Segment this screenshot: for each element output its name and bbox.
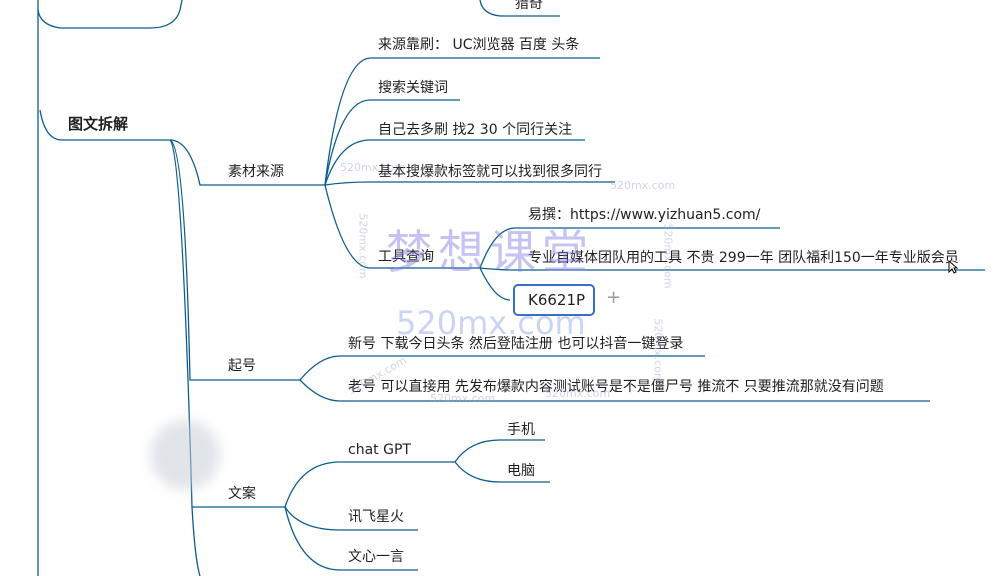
watermark-small: 520mx.com <box>651 318 665 384</box>
root-underline <box>39 109 170 141</box>
watermark-small: 520mx.com <box>430 392 496 405</box>
node-tool-query[interactable]: 工具查询 <box>378 249 434 265</box>
watermark-small: 520mx.com <box>340 161 406 174</box>
root-node[interactable]: 图文拆解 <box>68 115 129 133</box>
watermark-site: 520mx.com <box>396 304 586 342</box>
mouse-cursor-icon <box>948 260 958 274</box>
node-qihao[interactable]: 起号 <box>228 358 256 374</box>
node-chatgpt-child[interactable]: 电脑 <box>507 463 535 479</box>
watermark-small: 520mx.com <box>545 387 611 400</box>
node-edit-input[interactable]: K6621P <box>513 284 595 316</box>
node-chatgpt-child[interactable]: 手机 <box>507 422 535 438</box>
node-qihao-child[interactable]: 老号 可以直接用 先发布爆款内容测试账号是不是僵尸号 推流不 只要推流那就没有问… <box>348 379 884 395</box>
node-chatgpt[interactable]: chat GPT <box>348 442 411 458</box>
node-material-child[interactable]: 搜索关键词 <box>378 80 448 96</box>
node-material-child[interactable]: 来源靠刷： UC浏览器 百度 头条 <box>378 37 580 53</box>
node-tool-child[interactable]: 易撰：https://www.yizhuan5.com/ <box>528 207 761 223</box>
node-wenan-child[interactable]: 文心一言 <box>348 549 404 565</box>
add-node-icon[interactable]: + <box>606 287 622 308</box>
node-material-source[interactable]: 素材来源 <box>228 164 284 180</box>
branch-top-cut <box>479 0 560 17</box>
node-tool-child[interactable]: 专业自媒体团队用的工具 不贵 299一年 团队福利150一年专业版会员 <box>528 250 959 266</box>
watermark-small: 520mx.com <box>661 223 675 289</box>
node-wenan[interactable]: 文案 <box>228 486 256 502</box>
watermark-small: 520mx.com <box>356 213 370 279</box>
node-wenan-child[interactable]: 讯飞星火 <box>348 509 404 525</box>
node-material-child[interactable]: 基本搜爆款标签就可以找到很多同行 <box>378 164 602 180</box>
node-lieqi[interactable]: 猎奇 <box>515 0 543 12</box>
blurred-overlay <box>150 420 220 490</box>
branch-top <box>37 0 183 29</box>
watermark-small: 520mx.com <box>610 179 676 192</box>
watermark-title: 梦想课堂 <box>386 225 594 279</box>
node-qihao-child[interactable]: 新号 下载今日头条 然后登陆注册 也可以抖音一键登录 <box>348 336 684 352</box>
node-material-child[interactable]: 自己去多刷 找2 30 个同行关注 <box>378 122 573 138</box>
